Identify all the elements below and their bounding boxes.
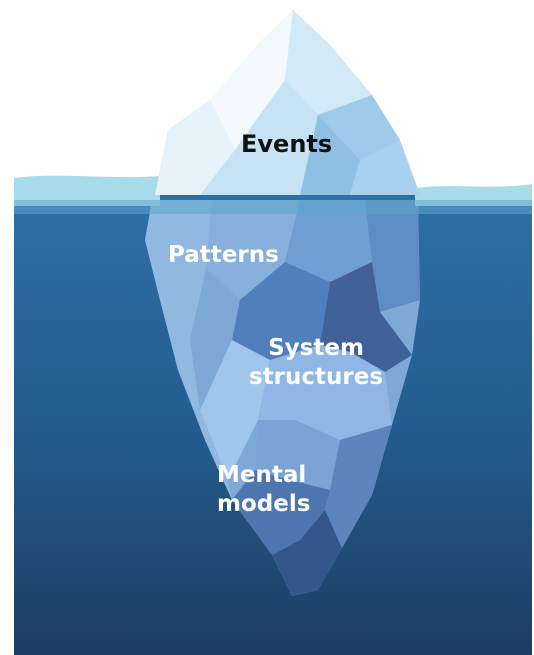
label-system-structures: System structures: [249, 334, 383, 392]
label-mental-models-line1: Mental: [217, 462, 307, 488]
iceberg-tip: [155, 10, 420, 195]
label-system-structures-line1: System: [268, 335, 364, 361]
underwater-ice: [145, 200, 420, 596]
label-events: Events: [241, 130, 333, 158]
label-patterns: Patterns: [168, 242, 279, 268]
water-surface: [14, 175, 160, 206]
label-mental-models-line2: models: [217, 490, 311, 517]
label-system-structures-line2: structures: [249, 363, 384, 390]
label-mental-models: Mental models: [217, 461, 310, 519]
